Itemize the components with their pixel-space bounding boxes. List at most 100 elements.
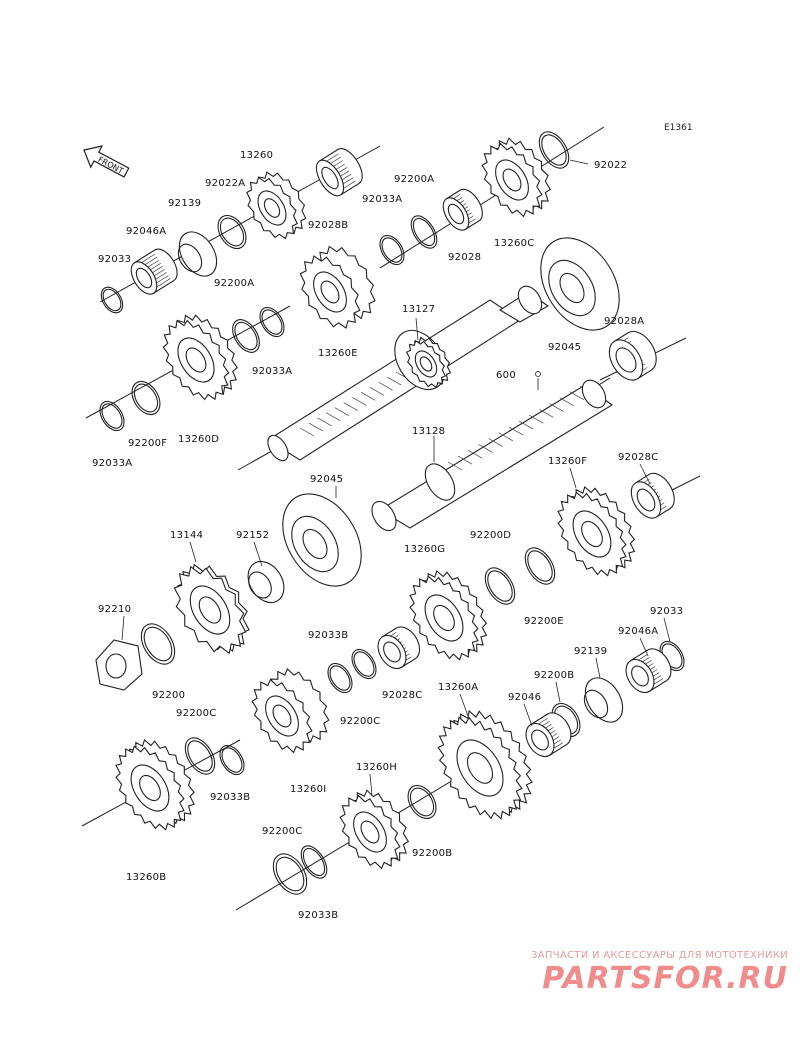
label-13128: 13128 bbox=[412, 426, 445, 437]
bearing-92028A bbox=[608, 330, 657, 381]
label-92152: 92152 bbox=[236, 530, 269, 541]
watermark-logo: PARTSFOR.RU bbox=[542, 961, 788, 996]
label-92210: 92210 bbox=[98, 604, 131, 615]
gear-13127-teeth bbox=[405, 336, 452, 389]
label-13260H: 13260H bbox=[356, 762, 397, 773]
label-92046: 92046 bbox=[508, 692, 541, 703]
bearing-92028C-mid bbox=[377, 626, 421, 670]
circlip-92033A-mid bbox=[259, 306, 285, 338]
label-92028B: 92028B bbox=[308, 220, 348, 231]
bearing-92028B bbox=[315, 148, 363, 197]
label-92033B-left: 92033B bbox=[210, 792, 250, 803]
bearing-92046 bbox=[525, 712, 572, 758]
label-92022: 92022 bbox=[594, 160, 627, 171]
label-13260: 13260 bbox=[240, 150, 273, 161]
label-13260C: 13260C bbox=[494, 238, 535, 249]
label-92028C-top: 92028C bbox=[618, 452, 659, 463]
bearing-92045-mid bbox=[282, 493, 362, 587]
label-92028: 92028 bbox=[448, 252, 481, 263]
gear-13260H bbox=[339, 789, 410, 870]
label-92200C-mid: 92200C bbox=[340, 716, 381, 727]
label-92033-right: 92033 bbox=[650, 606, 683, 617]
gear-13260C bbox=[481, 137, 552, 218]
nut-92210 bbox=[95, 639, 143, 691]
label-13260D: 13260D bbox=[178, 434, 219, 445]
circlip-92033B-left bbox=[219, 744, 245, 776]
circlip-92033A-low bbox=[99, 400, 125, 432]
bearing-92046A-top bbox=[130, 248, 178, 295]
label-92200A-top: 92200A bbox=[394, 174, 434, 185]
washer-92200B-low bbox=[407, 784, 437, 820]
label-92028A: 92028A bbox=[604, 316, 644, 327]
circlip-92033A-top bbox=[379, 234, 405, 266]
label-92033B-low: 92033B bbox=[298, 910, 338, 921]
label-13260I: 13260I bbox=[290, 784, 327, 795]
sprocket-13144 bbox=[173, 563, 250, 655]
label-92139-right: 92139 bbox=[574, 646, 607, 657]
label-92033A-mid: 92033A bbox=[252, 366, 292, 377]
label-92200: 92200 bbox=[152, 690, 185, 701]
washer-92200 bbox=[140, 623, 176, 665]
washer-92200E bbox=[524, 547, 556, 585]
bearing-92046A-right bbox=[625, 648, 672, 694]
washer-92200A-mid bbox=[232, 319, 260, 353]
washer-92022A bbox=[217, 214, 247, 250]
washer-92022 bbox=[538, 131, 570, 169]
washer-92200F bbox=[131, 380, 161, 416]
label-600: 600 bbox=[496, 370, 516, 381]
sleeve-92152 bbox=[247, 560, 285, 604]
label-92033A-low: 92033A bbox=[92, 458, 132, 469]
label-13127: 13127 bbox=[402, 304, 435, 315]
washer-92200C-left bbox=[184, 737, 216, 775]
label-92200B-low: 92200B bbox=[412, 848, 452, 859]
watermark: ЗАПЧАСТИ И АКСЕССУАРЫ ДЛЯ МОТОТЕХНИКИ PA… bbox=[488, 950, 788, 1006]
collar-92139-top bbox=[177, 231, 218, 277]
circlip-92033B-low bbox=[300, 845, 328, 879]
label-92033-top: 92033 bbox=[98, 254, 131, 265]
part-labels: 13260 92022A 92139 92046A 92033 92028B 9… bbox=[92, 150, 683, 921]
bearing-92028C-top bbox=[630, 472, 675, 519]
shaft-13128 bbox=[371, 379, 613, 532]
label-13260F: 13260F bbox=[548, 456, 587, 467]
washer-92200C-mid bbox=[351, 648, 377, 680]
gear-13260D bbox=[162, 314, 238, 401]
circlip-92033-top bbox=[100, 286, 124, 314]
label-92139-top: 92139 bbox=[168, 198, 201, 209]
gear-13260A bbox=[437, 709, 533, 820]
gear-13260I bbox=[251, 668, 330, 754]
label-92022A: 92022A bbox=[205, 178, 245, 189]
label-92046A-right: 92046A bbox=[618, 626, 658, 637]
label-13260A: 13260A bbox=[438, 682, 478, 693]
washer-92200C-low bbox=[272, 853, 308, 895]
label-92200A-mid: 92200A bbox=[214, 278, 254, 289]
label-13144: 13144 bbox=[170, 530, 203, 541]
gear-13260E bbox=[299, 245, 376, 329]
label-92200B-right: 92200B bbox=[534, 670, 574, 681]
label-92028C-mid: 92028C bbox=[382, 690, 423, 701]
bearing-92028 bbox=[442, 188, 483, 231]
label-92033A-top: 92033A bbox=[362, 194, 402, 205]
gear-13260 bbox=[246, 171, 307, 240]
label-13260B: 13260B bbox=[126, 872, 166, 883]
label-13260E: 13260E bbox=[318, 348, 358, 359]
gear-13260B bbox=[115, 738, 195, 831]
gear-13260F bbox=[557, 486, 636, 577]
label-13260G: 13260G bbox=[404, 544, 445, 555]
label-92045-top: 92045 bbox=[548, 342, 581, 353]
label-92045-mid: 92045 bbox=[310, 474, 343, 485]
label-92200C-left: 92200C bbox=[176, 708, 217, 719]
label-92046A-top: 92046A bbox=[126, 226, 166, 237]
gear-13260G bbox=[409, 570, 488, 661]
washer-92200A-top bbox=[410, 215, 438, 249]
label-92200E: 92200E bbox=[524, 616, 564, 627]
diagram-code: E1361 bbox=[664, 123, 693, 133]
label-92033B-mid: 92033B bbox=[308, 630, 348, 641]
collar-92139-right bbox=[583, 677, 624, 723]
label-92200D: 92200D bbox=[470, 530, 511, 541]
label-92200C-low: 92200C bbox=[262, 826, 303, 837]
washer-92200D bbox=[484, 567, 516, 605]
label-92200F: 92200F bbox=[128, 438, 167, 449]
watermark-caption: ЗАПЧАСТИ И АКСЕССУАРЫ ДЛЯ МОТОТЕХНИКИ bbox=[531, 950, 788, 961]
bearing-92045-top bbox=[540, 237, 620, 331]
